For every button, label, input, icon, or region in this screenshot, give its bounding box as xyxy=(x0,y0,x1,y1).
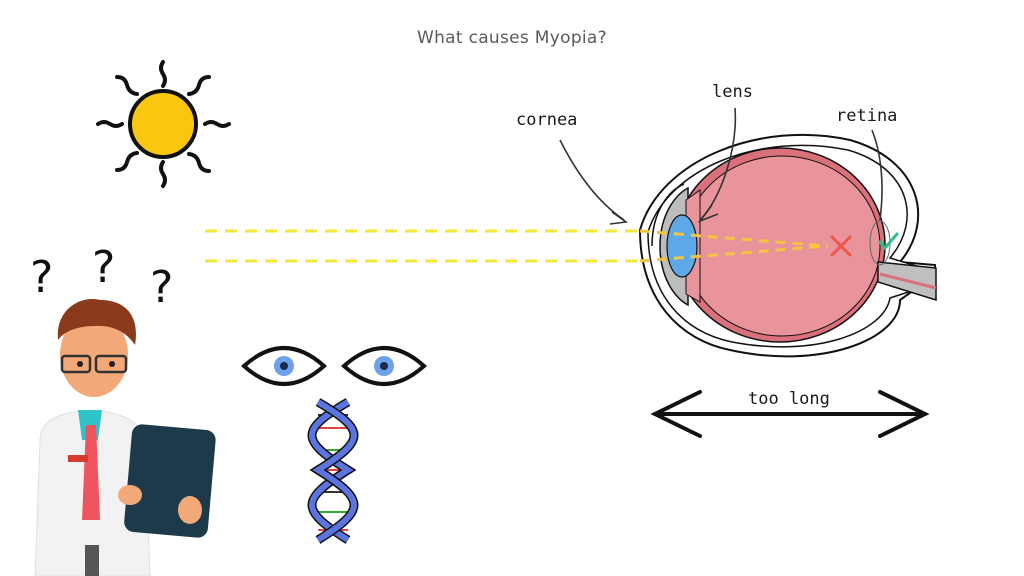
tablet-icon xyxy=(124,424,216,538)
retina-label: retina xyxy=(836,106,898,126)
svg-text:?: ? xyxy=(92,242,115,293)
doctor-illustration xyxy=(34,299,216,576)
page-title: What causes Myopia? xyxy=(417,28,607,48)
label-pointers xyxy=(559,107,883,225)
eyes-icon xyxy=(241,346,427,386)
light-rays xyxy=(205,229,680,263)
lens-shape xyxy=(666,214,698,278)
axial-length-label: too long xyxy=(748,389,830,409)
checkmark-icon xyxy=(878,232,899,251)
dna-icon xyxy=(307,398,359,544)
cornea-label: cornea xyxy=(516,110,578,130)
axial-length-arrow xyxy=(650,390,930,438)
svg-text:?: ? xyxy=(30,252,53,303)
eye-cross-section xyxy=(638,133,937,358)
svg-text:?: ? xyxy=(150,262,173,313)
cross-icon xyxy=(830,235,852,257)
sun-icon xyxy=(96,60,231,188)
lens-label: lens xyxy=(712,82,753,102)
question-marks-icon: ? ? ? xyxy=(30,242,173,313)
